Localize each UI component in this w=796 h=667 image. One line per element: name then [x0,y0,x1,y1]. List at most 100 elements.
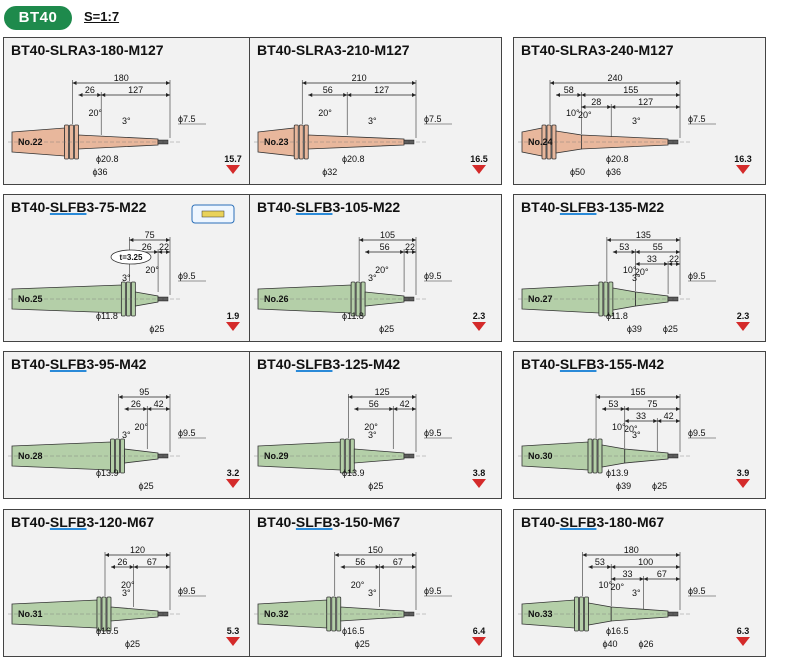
model-prefix: BT40- [257,199,296,215]
tip-diameter: ϕ9.5 [688,586,706,596]
angle-label: 20° [351,580,365,590]
angle-label: 20° [578,110,592,120]
model-title: BT40-SLFB3-150-M67 [257,514,400,530]
dim-reach-label: 127 [638,97,653,107]
series-badge: BT40 [4,6,72,30]
base-diameter: ϕ40 [603,639,618,649]
model-suffix: 3-75-M22 [86,199,147,215]
dim-collar-arrow-right [154,250,159,254]
overall-length-arrow-right [166,395,170,399]
dim-collar-label: 26 [131,399,141,409]
weight-indicator: 16.5 [467,154,491,174]
angle-label: 20° [135,422,149,432]
dim-step-arrow-right [639,577,644,581]
angle-label: 10° [599,580,613,590]
angle-label: 20° [611,582,625,592]
dim-reach-arrow-left [158,250,163,254]
dim-extension-label: 53 [608,399,618,409]
model-prefix: BT40- [257,514,296,530]
mid-diameter: ϕ11.8 [342,311,364,321]
dim-reach-arrow-left [611,105,616,109]
dim-reach-arrow-left [404,250,409,254]
model-prefix: BT40- [521,356,560,372]
angle-label: 3° [368,588,377,598]
weight-indicator: 2.3 [731,311,755,331]
dim-extension-arrow-right [607,565,612,569]
weight-value: 3.2 [226,468,240,478]
model-suffix: 3-125-M42 [332,356,401,372]
dim-front-arrow-left [581,93,586,97]
model-suffix: 3-180-M127 [88,42,164,58]
model-suffix: 3-95-M42 [86,356,147,372]
model-series: SLRA [295,42,335,58]
model-suffix: 3-180-M67 [596,514,665,530]
dim-front-arrow-right [676,565,680,569]
overall-length-arrow-right [676,81,680,85]
model-series: SLRA [49,42,89,58]
model-series: SLFB [49,356,87,372]
base-diameter: ϕ36 [93,167,108,177]
model-prefix: BT40- [521,199,560,215]
model-title: BT40-SLFB3-125-M42 [257,356,400,372]
dim-front-label: 155 [623,85,638,95]
tip-diameter: ϕ9.5 [178,271,196,281]
down-arrow-icon [472,322,486,331]
overall-length-arrow-right [412,553,416,557]
overall-length-label: 180 [624,545,639,555]
angle-label: 10° [623,265,637,275]
angle-label: 3° [632,588,641,598]
dim-reach-arrow-right [166,93,170,97]
model-prefix: BT40- [11,199,50,215]
dim-reach-arrow-right [166,565,170,569]
mid-diameter: ϕ13.9 [606,468,629,478]
dim-reach-label: 127 [128,85,143,95]
dim-reach-arrow-left [147,407,152,411]
model-series: SLFB [559,356,597,372]
model-prefix: BT40- [11,356,50,372]
dim-step-label: 28 [591,97,601,107]
dim-reach-arrow-right [676,262,680,266]
weight-value: 1.9 [226,311,240,321]
holder-number: No.31 [18,609,43,619]
angle-label: 3° [368,273,377,283]
base-diameter: ϕ25 [149,324,164,334]
model-title: BT40-SLFB3-155-M42 [521,356,664,372]
overall-length-arrow-left [105,553,109,557]
overall-length-label: 95 [139,387,149,397]
dim-collar-arrow-left [365,250,370,254]
dim-step-arrow-left [581,105,586,109]
weight-indicator: 6.3 [731,626,755,646]
dim-front-arrow-left [624,407,629,411]
dim-extension-label: 53 [619,242,629,252]
mid-diameter: ϕ13.9 [96,468,119,478]
overall-length-arrow-left [129,238,134,242]
tip-diameter: ϕ7.5 [688,114,706,124]
angle-label: 20° [375,265,389,275]
base-diameter: ϕ32 [322,167,337,177]
model-series: SLFB [559,199,597,215]
slim-nose [353,448,405,464]
base-diameter: ϕ50 [570,167,585,177]
angle-label: 10° [566,108,580,118]
angle-label: 20° [624,424,638,434]
dim-collar-arrow-right [389,407,394,411]
overall-length-arrow-left [596,395,601,399]
dim-reach-label: 67 [657,569,667,579]
model-title: BT40-SLFB3-75-M22 [11,199,146,215]
dim-reach-arrow-right [412,250,416,254]
weight-indicator: 3.9 [731,468,755,488]
dim-extension-label: 53 [595,557,605,567]
overall-length-label: 135 [636,230,651,240]
